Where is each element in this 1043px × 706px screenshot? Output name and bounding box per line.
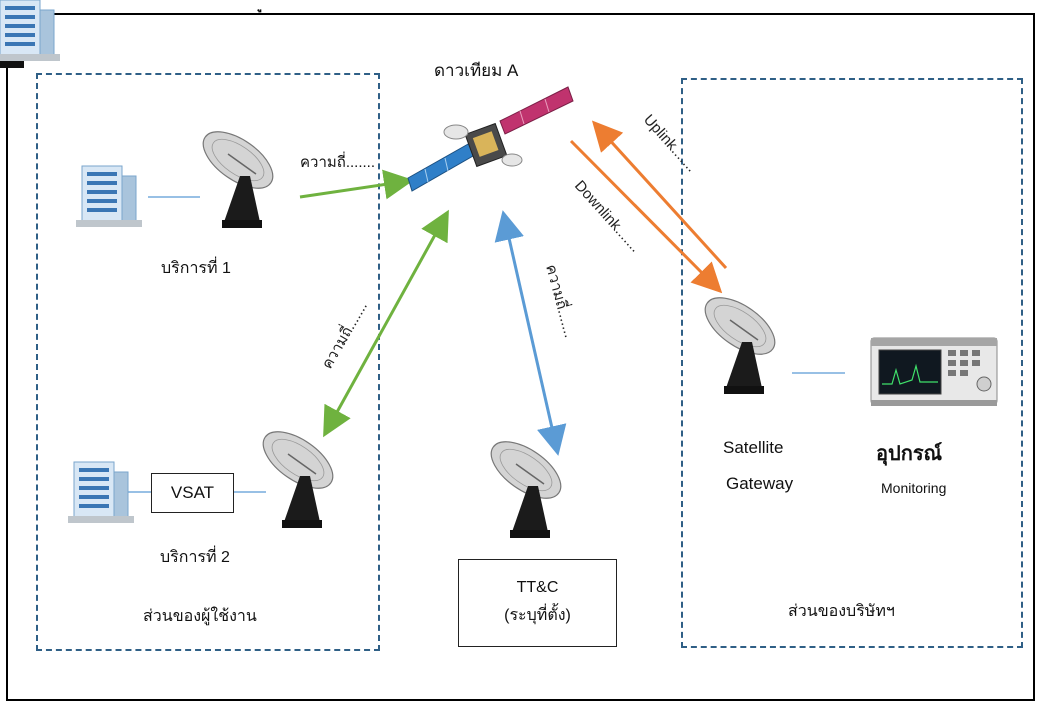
company-side-title: ส่วนของบริษัทฯ <box>788 603 895 620</box>
outer-frame <box>6 13 1035 701</box>
ttc-line1: TT&C <box>516 578 559 596</box>
uplink-arrow <box>591 120 728 270</box>
gateway-label-line2: Gateway <box>726 474 794 493</box>
building-service2-icon <box>67 461 135 524</box>
link-service1-to-satellite <box>299 169 414 200</box>
freq-label-green-1: ความถี่....... <box>300 154 376 171</box>
company-side-region <box>681 78 1023 648</box>
uplink-label: Uplink....... <box>640 111 700 175</box>
service1-label: บริการที่ 1 <box>161 260 231 277</box>
satellite-icon <box>407 86 574 192</box>
satellite-label: ดาวเทียม A <box>434 61 519 80</box>
dish-service1-icon <box>193 119 283 229</box>
downlink-label: Downlink....... <box>571 177 644 255</box>
dish-service2-icon <box>253 419 343 529</box>
link-satellite-ttc <box>494 210 567 456</box>
downlink-arrow <box>569 139 723 294</box>
user-side-title: ส่วนของผู้ใช้งาน <box>143 608 257 625</box>
ttc-line2: (ระบุที่ตั้ง) <box>504 606 571 624</box>
monitoring-label-line2: Monitoring <box>881 480 947 496</box>
link-satellite-service2 <box>323 209 449 438</box>
service2-label: บริการที่ 2 <box>160 549 230 566</box>
monitoring-device-icon <box>870 337 998 406</box>
vsat-box: VSAT <box>151 473 234 513</box>
building-template <box>0 0 60 61</box>
ttc-box: TT&C (ระบุที่ตั้ง) <box>458 559 617 647</box>
vsat-label: VSAT <box>170 483 215 502</box>
frame-gap <box>240 0 280 13</box>
building-service1-icon <box>75 165 143 228</box>
dish-gateway-icon <box>695 285 785 395</box>
gateway-label-line1: Satellite <box>723 438 784 457</box>
monitoring-label-line1: อุปกรณ์ <box>876 443 943 465</box>
freq-label-green-2: ความถี่....... <box>316 297 371 372</box>
freq-label-blue: ความถี่....... <box>542 262 581 340</box>
